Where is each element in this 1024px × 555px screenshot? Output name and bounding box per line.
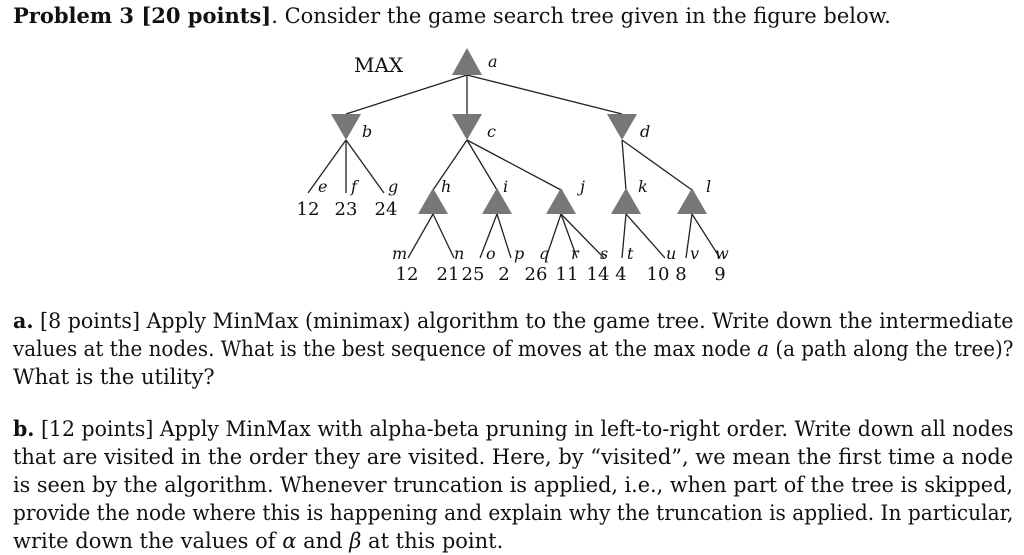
beta-symbol: β bbox=[349, 529, 362, 553]
problem-heading: Problem 3 [20 points]. Consider the game… bbox=[13, 2, 891, 30]
node-label-l: l bbox=[706, 177, 711, 196]
max-level-label: MAX bbox=[354, 53, 404, 77]
leaf-value-n: 21 bbox=[437, 264, 460, 285]
part-b-text-5b: and bbox=[296, 529, 350, 553]
node-label-f: f bbox=[350, 177, 360, 196]
part-a-text-2b: (a path along the tree)? bbox=[769, 337, 1014, 361]
node-label-h: h bbox=[441, 177, 451, 196]
node-h-max-triangle bbox=[418, 188, 448, 214]
leaf-value-s: 14 bbox=[587, 264, 610, 285]
problem-title: Problem 3 [20 points] bbox=[13, 3, 272, 28]
node-label-s: s bbox=[600, 244, 608, 263]
leaf-value-p: 2 bbox=[498, 264, 509, 285]
node-label-j: j bbox=[577, 177, 585, 196]
node-label-p: p bbox=[514, 244, 524, 263]
leaf-value-m: 12 bbox=[396, 264, 419, 285]
part-b-line-5: write down the values of α and β at this… bbox=[13, 527, 503, 555]
node-label-v: v bbox=[690, 244, 699, 263]
node-d-min-triangle bbox=[607, 114, 637, 140]
node-label-m: m bbox=[392, 244, 407, 263]
node-label-o: o bbox=[486, 244, 496, 263]
leaf-value-o: 25 bbox=[462, 264, 485, 285]
node-label-a: a bbox=[488, 52, 498, 71]
leaf-value-g: 24 bbox=[375, 199, 398, 220]
part-a-text-2a: values at the nodes. What is the best se… bbox=[13, 337, 758, 361]
part-a-text-1: [8 points] Apply MinMax (minimax) algori… bbox=[33, 309, 1014, 333]
part-b-line-4: provide the node where this is happening… bbox=[13, 501, 1014, 525]
node-i-max-triangle bbox=[482, 188, 512, 214]
leaf-value-v: 8 bbox=[675, 264, 686, 285]
node-label-c: c bbox=[487, 122, 496, 141]
part-b-line-1: b. [12 points] Apply MinMax with alpha-b… bbox=[13, 415, 1013, 443]
part-a-label: a. bbox=[13, 308, 34, 333]
problem-intro: . Consider the game search tree given in… bbox=[271, 4, 891, 28]
part-a-line-1: a. [8 points] Apply MinMax (minimax) alg… bbox=[13, 307, 1013, 335]
leaf-value-f: 23 bbox=[335, 199, 358, 220]
leaf-value-q: 26 bbox=[525, 264, 548, 285]
tree-edges bbox=[307, 74, 721, 259]
node-label-g: g bbox=[388, 177, 398, 196]
part-b-text-1: [12 points] Apply MinMax with alpha-beta… bbox=[34, 417, 1014, 441]
part-b-label: b. bbox=[13, 416, 35, 441]
tree-node-shapes bbox=[331, 48, 707, 214]
node-label-w: w bbox=[715, 244, 729, 263]
game-search-tree: MAX a b c d e f g h i j k l m n o p q r … bbox=[297, 48, 729, 285]
node-label-n: n bbox=[454, 244, 464, 263]
node-label-e: e bbox=[318, 177, 327, 196]
part-a-line-2: values at the nodes. What is the best se… bbox=[13, 335, 1013, 363]
node-j-max-triangle bbox=[546, 188, 576, 214]
node-k-max-triangle bbox=[611, 188, 641, 214]
node-label-r: r bbox=[571, 244, 580, 263]
node-l-max-triangle bbox=[677, 188, 707, 214]
leaf-value-r: 11 bbox=[556, 264, 579, 285]
alpha-symbol: α bbox=[282, 529, 297, 553]
part-b-text-5c: at this point. bbox=[361, 529, 504, 553]
leaf-value-u: 10 bbox=[647, 264, 670, 285]
part-b-line-2: that are visited in the order they are v… bbox=[13, 445, 1014, 469]
part-b-line-3: is seen by the algorithm. Whenever trunc… bbox=[13, 473, 1013, 497]
leaf-value-t: 4 bbox=[615, 264, 626, 285]
node-label-b: b bbox=[362, 122, 372, 141]
node-c-min-triangle bbox=[452, 114, 482, 140]
node-label-u: u bbox=[666, 244, 676, 263]
node-label-t: t bbox=[627, 244, 634, 263]
part-a-line-3: What is the utility? bbox=[13, 365, 215, 389]
node-a-max-triangle bbox=[452, 48, 482, 75]
leaf-value-w: 9 bbox=[714, 264, 725, 285]
leaf-value-e: 12 bbox=[297, 199, 320, 220]
part-a-var-a: a bbox=[757, 337, 770, 361]
node-label-i: i bbox=[503, 177, 508, 196]
part-b-text-5a: write down the values of bbox=[13, 529, 283, 553]
node-label-d: d bbox=[640, 122, 650, 141]
node-b-min-triangle bbox=[331, 114, 361, 140]
node-label-k: k bbox=[638, 177, 648, 196]
node-label-q: q bbox=[539, 244, 549, 263]
